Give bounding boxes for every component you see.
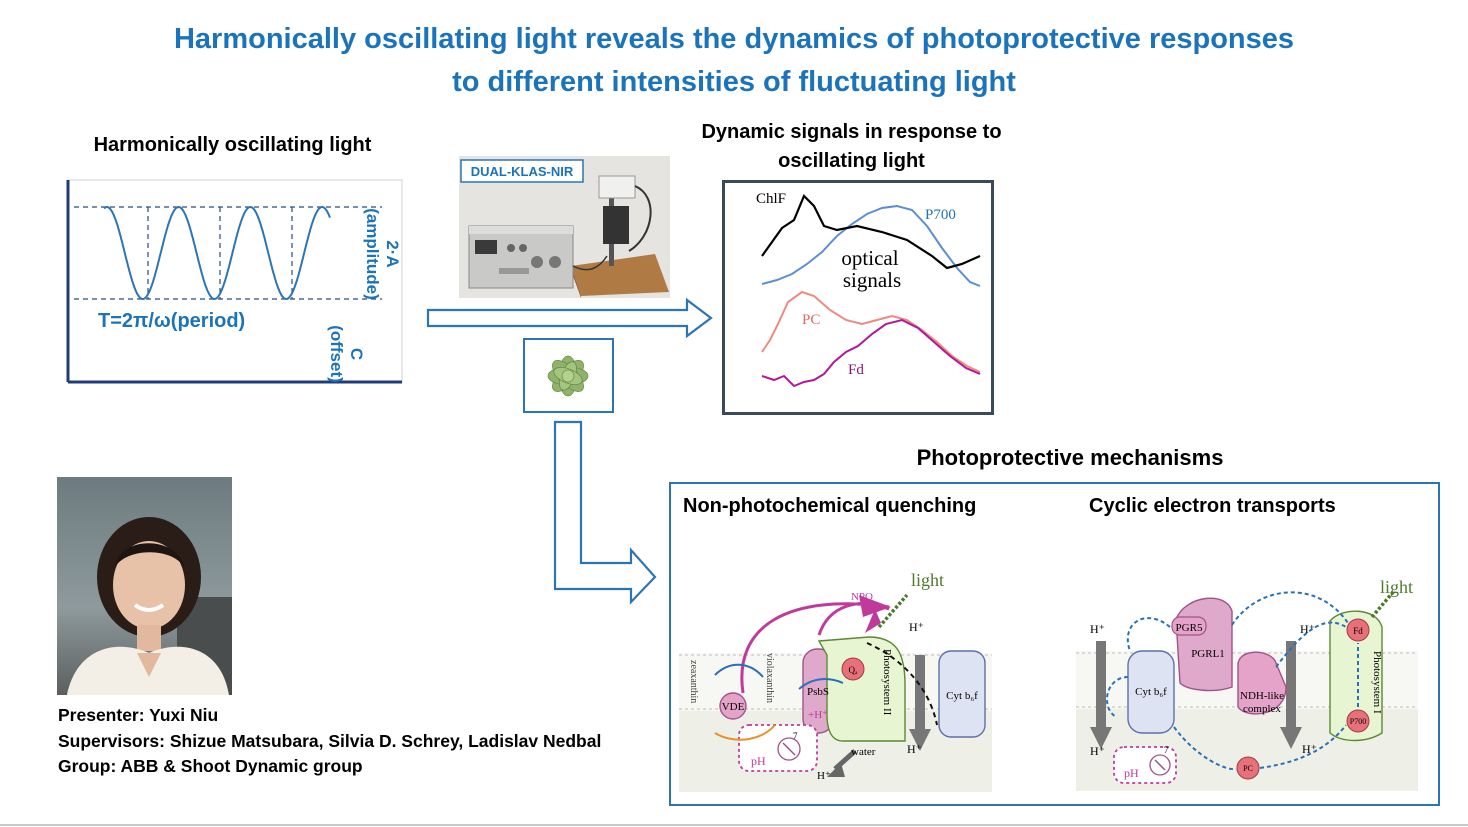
npq-label-zeaxanthin: zeaxanthin <box>688 660 699 703</box>
period-label: T=2π/ω(period) <box>98 310 246 332</box>
cet-label-ps1: Photosystem I <box>1371 651 1383 714</box>
label-p700: P700 <box>925 207 956 223</box>
trace-pc <box>761 290 981 373</box>
cet-diagram: light H⁺ PGR5 PGRL1 H⁺ Fd Cyt b₆f NDH-li… <box>1076 567 1418 791</box>
cet-label-ndh1: NDH-like <box>1240 690 1284 702</box>
cet-label-fd: Fd <box>1353 626 1363 636</box>
instrument-photo: DUAL-KLAS-NIR <box>459 156 670 298</box>
npq-label-ph: pH <box>751 754 766 768</box>
amplitude-label: 2·A (amplitude) <box>362 200 402 308</box>
cet-label-pc: PC <box>1243 764 1253 773</box>
amplitude-value: 2·A <box>383 240 402 268</box>
amplitude-sub: (amplitude) <box>363 208 382 300</box>
plant-image <box>523 338 614 413</box>
npq-diagram: NPQ light H⁺ zeaxanthin violaxanthin VDE… <box>679 565 992 792</box>
npq-title: Non-photochemical quenching <box>683 495 977 517</box>
label-pc: PC <box>802 312 820 328</box>
npq-label-violaxanthin: violaxanthin <box>764 653 775 703</box>
label-chlf: ChlF <box>756 191 786 207</box>
cet-title: Cyclic electron transports <box>1089 495 1336 517</box>
signals-plot: ChlF P700 optical signals PC Fd <box>722 180 994 415</box>
npq-label-light: light <box>911 570 944 590</box>
mechanisms-panel <box>669 482 1440 806</box>
group-line: Group: ABB & Shoot Dynamic group <box>58 756 363 776</box>
mechanisms-heading: Photoprotective mechanisms <box>916 445 1224 470</box>
npq-label-npq: NPQ <box>851 591 873 603</box>
offset-label: C (offset) <box>326 320 366 388</box>
supervisors-line: Supervisors: Shizue Matsubara, Silvia D.… <box>58 730 602 751</box>
label-signals: signals <box>843 268 901 292</box>
credits: Presenter: Yuxi Niu Supervisors: Shizue … <box>58 703 601 780</box>
npq-label-h-top: H⁺ <box>909 620 924 634</box>
npq-label-cyt: Cyt b₆f <box>946 690 978 702</box>
npq-label-vde: VDE <box>722 701 745 713</box>
cet-label-h-mid: H⁺ <box>1300 622 1315 636</box>
npq-label-ph-num: 7 <box>793 731 798 741</box>
cet-label-h-bottom-left: H⁺ <box>1090 744 1105 758</box>
oscillation-heading: Harmonically oscillating light <box>93 134 372 156</box>
arrow-to-mechanisms <box>553 420 657 605</box>
offset-value: C <box>347 347 366 361</box>
offset-sub: (offset) <box>327 325 346 383</box>
presenter-line: Presenter: Yuxi Niu <box>58 705 219 725</box>
amplitude-label-wrap: 2·A (amplitude) <box>363 193 402 303</box>
npq-label-water: water <box>851 746 876 758</box>
cet-label-pgrl1: PGRL1 <box>1191 648 1225 660</box>
cet-label-ph: pH <box>1124 766 1139 780</box>
trace-chlf <box>761 194 981 270</box>
bottom-rule <box>0 824 1468 826</box>
trace-fd <box>761 318 981 388</box>
cet-label-ph-num: 7 <box>1164 745 1169 755</box>
signals-heading-line2: oscillating light <box>778 150 925 172</box>
cet-label-ndh2: complex <box>1243 703 1281 715</box>
trace-p700 <box>761 204 981 287</box>
npq-label-hplus: +H⁺ <box>808 709 828 721</box>
npq-label-ps2: Photosystem II <box>881 649 893 716</box>
presenter-photo <box>57 477 232 695</box>
npq-label-psbs: PsbS <box>807 686 829 698</box>
offset-label-wrap: C (offset) <box>326 312 366 383</box>
label-fd: Fd <box>848 362 864 378</box>
oscillation-plot <box>66 179 403 384</box>
page-title-line2: to different intensities of fluctuating … <box>452 66 1016 98</box>
cet-label-pgr5: PGR5 <box>1176 622 1203 634</box>
cet-label-h-bottom-mid: H⁺ <box>1302 742 1317 756</box>
cet-label-p700: P700 <box>1350 717 1366 726</box>
cet-label-light: light <box>1380 577 1413 597</box>
arrow-to-signals <box>426 297 713 339</box>
signals-heading-line1: Dynamic signals in response to <box>701 121 1002 143</box>
cet-label-h-left: H⁺ <box>1090 622 1105 636</box>
npq-label-h-water: H⁺ <box>817 770 831 782</box>
page-title-line1: Harmonically oscillating light reveals t… <box>173 23 1295 55</box>
cet-label-cyt: Cyt b₆f <box>1135 686 1167 698</box>
npq-label-qa: Qₐ <box>849 665 858 675</box>
label-optical: optical <box>841 246 898 270</box>
signals-heading: Dynamic signals in response to oscillati… <box>680 118 1023 176</box>
npq-label-h-bottom: H⁺ <box>907 742 922 756</box>
instrument-label: DUAL-KLAS-NIR <box>471 164 574 179</box>
